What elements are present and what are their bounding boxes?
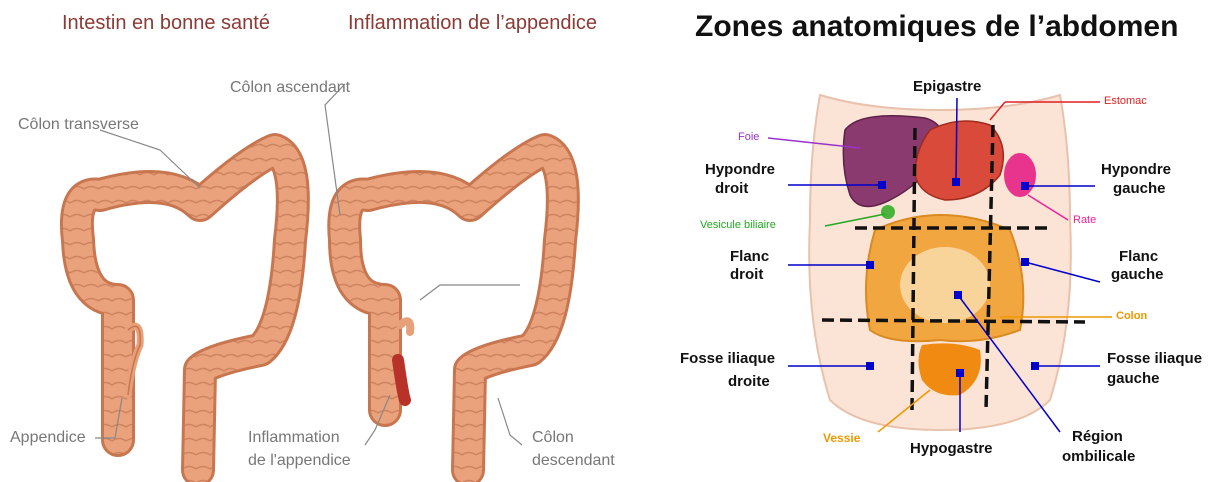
zone-hypondre-droit-2: droit	[715, 180, 748, 198]
inflamed-intestine	[344, 150, 563, 470]
abdomen-zones-panel: Zones anatomiques de l’abdomen	[660, 0, 1223, 482]
intestine-illustration	[0, 0, 640, 482]
label-colon-transverse: Côlon transverse	[18, 115, 139, 135]
heading-healthy: Intestin en bonne santé	[62, 12, 270, 35]
label-colon-desc-line1: Côlon	[532, 428, 574, 448]
organ-estomac: Estomac	[1104, 95, 1147, 107]
zone-hypondre-droit-1: Hypondre	[705, 161, 775, 179]
spleen-organ	[1004, 153, 1036, 197]
zone-flanc-gauche-2: gauche	[1111, 266, 1164, 284]
intestine-comparison-panel: Intestin en bonne santé Inflammation de …	[0, 0, 640, 482]
organ-vesicule: Vesicule biliaire	[700, 219, 776, 231]
zone-hypogastre: Hypogastre	[910, 440, 993, 458]
heading-inflamed: Inflammation de l’appendice	[348, 12, 597, 35]
zone-flanc-droit-1: Flanc	[730, 248, 769, 266]
label-colon-desc-line2: descendant	[532, 451, 615, 471]
abdomen-illustration	[660, 0, 1223, 482]
organ-colon: Colon	[1116, 310, 1147, 322]
label-inflammation-line1: Inflammation	[248, 428, 340, 448]
zone-region-ombilicale-1: Région	[1072, 428, 1123, 446]
zone-fosse-droite-2: droite	[728, 373, 770, 391]
zone-hypondre-gauche-1: Hypondre	[1101, 161, 1171, 179]
label-colon-ascendant: Côlon ascendant	[230, 78, 350, 98]
zone-hypondre-gauche-2: gauche	[1113, 180, 1166, 198]
organ-vessie: Vessie	[823, 431, 860, 445]
label-inflammation-line2: de l'appendice	[248, 451, 351, 471]
label-appendice: Appendice	[10, 428, 86, 448]
organ-foie: Foie	[738, 131, 759, 143]
zone-epigastre: Epigastre	[913, 78, 981, 96]
zone-fosse-gauche-2: gauche	[1107, 370, 1160, 388]
organ-rate: Rate	[1073, 214, 1096, 226]
zone-fosse-droite-1: Fosse iliaque	[680, 350, 775, 368]
zone-fosse-gauche-1: Fosse iliaque	[1107, 350, 1202, 368]
zone-flanc-droit-2: droit	[730, 266, 763, 284]
zone-region-ombilicale-2: ombilicale	[1062, 448, 1135, 466]
zone-flanc-gauche-1: Flanc	[1119, 248, 1158, 266]
gallbladder-organ	[881, 205, 895, 219]
healthy-intestine	[77, 150, 293, 470]
